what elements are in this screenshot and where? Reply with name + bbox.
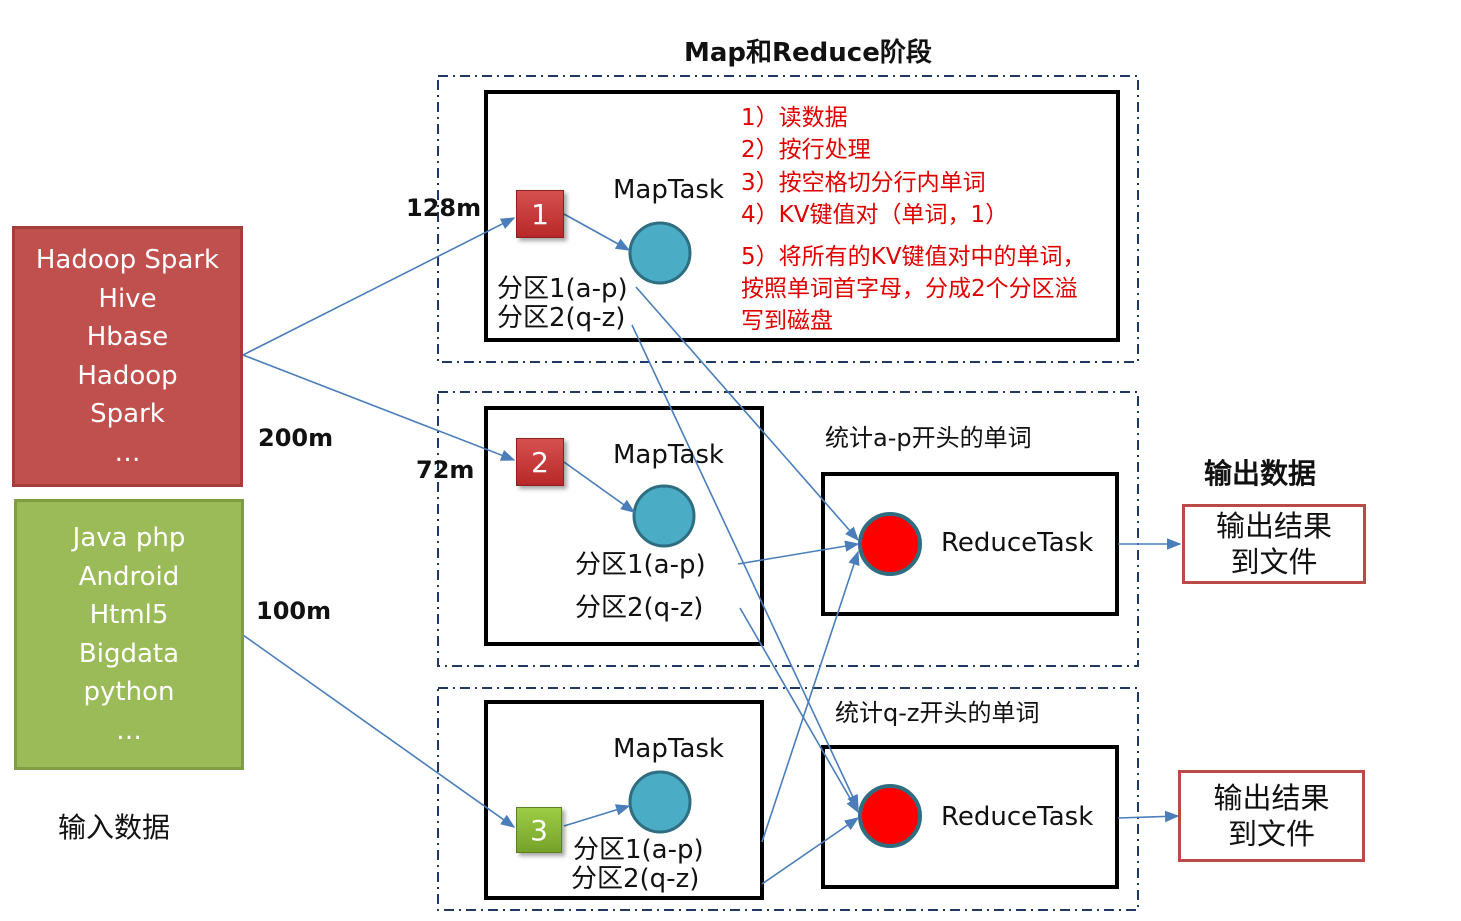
maptask-label-1: MapTask — [613, 175, 724, 205]
split-number-2: 2 — [516, 438, 564, 486]
output-result-1-line: 输出结果 — [1215, 509, 1332, 543]
split1-size: 128m — [406, 194, 482, 222]
output-result-2-line: 输出结果 — [1213, 781, 1330, 815]
input-file-2-line: Bigdata — [78, 638, 180, 669]
reducetask-box-2 — [821, 745, 1119, 889]
input-file-1: Hadoop Spark Hive Hbase Hadoop Spark … — [12, 226, 243, 487]
map1-partition-1: 分区1(a-p) — [497, 274, 628, 304]
input-file-1-line: Hive — [98, 283, 157, 314]
output-result-1-line: 到文件 — [1230, 545, 1318, 579]
input-file-1-line: Hadoop Spark — [35, 245, 220, 275]
input-file-1-line: Hbase — [86, 322, 169, 352]
map-step-5: 5）将所有的KV键值对中的单词，按照单词首字母，分成2个分区溢写到磁盘 — [741, 244, 1086, 334]
arrow-input1-split2 — [242, 354, 516, 461]
maptask-box-3 — [484, 700, 764, 900]
split-number-1: 1 — [516, 190, 564, 238]
arrow-reduce2-output2 — [1117, 810, 1180, 823]
output-result-1: 输出结果 到文件 — [1182, 504, 1366, 584]
arrow-map3-p1-reduce1 — [761, 550, 860, 843]
output-data-label: 输出数据 — [1204, 457, 1317, 490]
map-step-1: 1）读数据 — [741, 105, 848, 131]
reducetask-label-1: ReduceTask — [941, 528, 1094, 558]
arrow-input1-split1 — [242, 217, 516, 356]
arrow-map2-p1-reduce1 — [737, 540, 860, 565]
input-file-2-line: Html5 — [89, 600, 169, 630]
map-step-3: 3）按空格切分行内单词 — [741, 170, 986, 196]
diagram-title: Map和Reduce阶段 — [684, 38, 932, 68]
output-result-2-line: 到文件 — [1227, 817, 1315, 851]
maptask-box-1 — [484, 90, 1120, 342]
reduce-region-label-1: 统计a-p开头的单词 — [825, 424, 1032, 452]
maptask-circle-2 — [632, 484, 696, 548]
input-file-2-line: … — [116, 715, 142, 746]
map-group-frame-3 — [437, 687, 1139, 911]
file1-size: 200m — [258, 424, 334, 452]
input-file-1-line: Spark — [90, 399, 165, 429]
arrow-input2-split3 — [242, 634, 516, 828]
maptask-box-2 — [484, 406, 764, 646]
split2-size: 72m — [416, 456, 475, 484]
map-group-frame-2 — [437, 391, 1139, 667]
map3-partition-1: 分区1(a-p) — [573, 835, 704, 865]
reducetask-circle-2 — [858, 784, 922, 848]
maptask-label-2: MapTask — [613, 440, 724, 470]
file2-size: 100m — [256, 597, 332, 625]
arrow-map1-p2-reduce2 — [631, 324, 859, 810]
map2-partition-1: 分区1(a-p) — [575, 550, 706, 580]
arrow-map1-p1-reduce1 — [635, 286, 859, 542]
reduce-region-label-2: 统计q-z开头的单词 — [835, 699, 1040, 727]
input-file-1-line: … — [114, 437, 141, 468]
arrow-map2-p2-reduce2 — [739, 607, 859, 814]
arrow-map3-p2-reduce2 — [761, 817, 860, 885]
maptask-label-3: MapTask — [613, 734, 724, 764]
input-file-1-line: Hadoop — [77, 360, 178, 391]
map-step-4: 4）KV键值对（单词，1） — [741, 202, 1009, 228]
arrow-split2-map2 — [563, 461, 636, 513]
maptask-circle-3 — [628, 770, 692, 834]
output-result-2: 输出结果 到文件 — [1178, 770, 1365, 862]
input-data-label: 输入数据 — [58, 811, 171, 844]
map1-partition-2: 分区2(q-z) — [497, 303, 626, 333]
reducetask-circle-1 — [858, 512, 922, 576]
maptask-circle-1 — [628, 221, 692, 285]
input-file-2-line: Android — [78, 561, 180, 592]
map-group-frame-1 — [437, 75, 1139, 363]
arrow-split3-map3 — [563, 804, 631, 827]
map-step-2: 2）按行处理 — [741, 137, 871, 163]
reducetask-box-1 — [821, 472, 1119, 616]
split-number-3: 3 — [516, 807, 562, 853]
input-file-2-line: python — [83, 677, 175, 707]
reducetask-label-2: ReduceTask — [941, 802, 1094, 832]
arrow-split1-map1 — [563, 213, 631, 251]
map2-partition-2: 分区2(q-z) — [575, 593, 704, 623]
input-file-2-line: Java php — [72, 523, 186, 553]
input-file-2: Java php Android Html5 Bigdata python … — [14, 499, 244, 770]
map3-partition-2: 分区2(q-z) — [571, 864, 700, 894]
